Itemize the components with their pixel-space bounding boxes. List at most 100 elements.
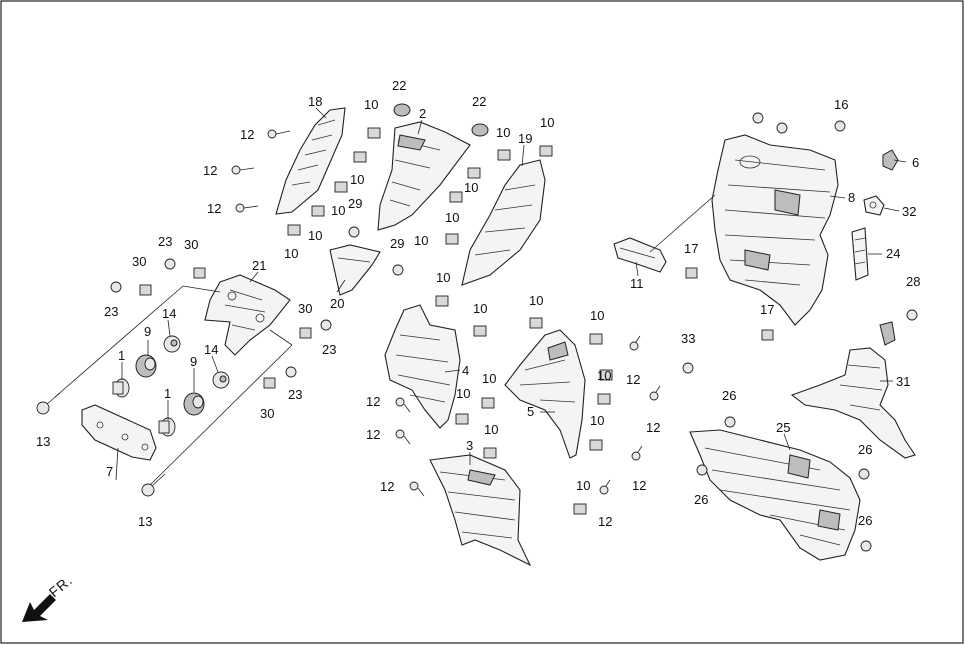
callout-10: 10 <box>445 210 459 225</box>
clip-10 <box>497 149 511 161</box>
callout-11: 11 <box>630 276 644 291</box>
screw-23 <box>164 258 176 270</box>
callout-23: 23 <box>322 342 336 357</box>
screw-12 <box>599 479 611 495</box>
callout-18: 18 <box>308 94 322 109</box>
callout-9: 9 <box>190 354 197 369</box>
part-9-rubber-lower <box>183 392 205 416</box>
callout-12: 12 <box>626 372 640 387</box>
clip-10 <box>287 224 301 236</box>
part-32-clip <box>863 195 885 216</box>
callout-21: 21 <box>252 258 266 273</box>
clip-30-group <box>139 267 312 389</box>
screw-12-group <box>231 129 661 497</box>
screw-12 <box>631 445 643 461</box>
callout-10: 10 <box>590 413 604 428</box>
clip-10 <box>445 233 459 245</box>
callout-10: 10 <box>436 270 450 285</box>
screw-23 <box>320 319 332 331</box>
callout-26: 26 <box>858 442 872 457</box>
clip-10 <box>573 503 587 515</box>
callout-14: 14 <box>162 306 176 321</box>
callout-12: 12 <box>598 514 612 529</box>
callout-26: 26 <box>722 388 736 403</box>
screw-26 <box>724 416 736 428</box>
clip-10 <box>353 151 367 163</box>
callout-labels: 1 1 2 3 4 5 6 7 8 9 9 10 10 10 10 10 10 … <box>36 78 920 529</box>
clip-10 <box>481 397 495 409</box>
clip-10 <box>311 205 325 217</box>
callout-10: 10 <box>576 478 590 493</box>
callout-12: 12 <box>380 479 394 494</box>
callout-17: 17 <box>760 302 774 317</box>
callout-9: 9 <box>144 324 151 339</box>
callout-8: 8 <box>848 190 855 205</box>
callout-12: 12 <box>646 420 660 435</box>
clip-10 <box>449 191 463 203</box>
callout-25: 25 <box>776 420 790 435</box>
callout-10: 10 <box>473 301 487 316</box>
part-21-bracket <box>204 274 291 356</box>
clip-10-group <box>287 127 613 515</box>
clip-10 <box>455 413 469 425</box>
callout-20: 20 <box>330 296 344 311</box>
screw-misc-group <box>110 112 918 552</box>
screw-16 <box>752 112 764 124</box>
callout-13: 13 <box>36 434 50 449</box>
callout-12: 12 <box>632 478 646 493</box>
part-4-left-inner-panel <box>384 304 461 429</box>
part-5-right-inner-panel <box>504 329 586 459</box>
callout-1: 1 <box>164 386 171 401</box>
callout-22: 22 <box>472 94 486 109</box>
part-3-lower-front-panel <box>429 454 532 567</box>
callout-10: 10 <box>482 371 496 386</box>
callout-12: 12 <box>203 163 217 178</box>
callout-10: 10 <box>484 422 498 437</box>
callout-10: 10 <box>414 233 428 248</box>
screw-23 <box>285 366 297 378</box>
part-7-lower-bracket <box>81 404 157 461</box>
assembly-guide-lines <box>54 285 293 486</box>
callout-1: 1 <box>118 348 125 363</box>
clip-10 <box>473 325 487 337</box>
callout-12: 12 <box>366 394 380 409</box>
callout-23: 23 <box>158 234 172 249</box>
grommet-22-group <box>393 103 489 137</box>
callout-32: 32 <box>902 204 916 219</box>
callout-31: 31 <box>896 374 910 389</box>
part-19-right-upper-panel <box>461 159 546 286</box>
callout-12: 12 <box>207 201 221 216</box>
clip-10 <box>529 317 543 329</box>
callout-10: 10 <box>590 308 604 323</box>
screw-12 <box>395 397 411 413</box>
screw-16 <box>776 122 788 134</box>
part-13-bolt-lower <box>141 473 166 497</box>
callout-30: 30 <box>260 406 274 421</box>
screw-28 <box>906 309 918 321</box>
callout-10: 10 <box>456 386 470 401</box>
callout-10: 10 <box>364 97 378 112</box>
callout-7: 7 <box>106 464 113 479</box>
screw-33 <box>682 362 694 374</box>
clip-10 <box>334 181 348 193</box>
screw-26 <box>858 468 870 480</box>
callout-10: 10 <box>308 228 322 243</box>
callout-13: 13 <box>138 514 152 529</box>
clip-10 <box>597 393 611 405</box>
callout-6: 6 <box>912 155 919 170</box>
part-1-collar-upper <box>112 378 130 398</box>
callout-26: 26 <box>694 492 708 507</box>
screw-12 <box>267 129 291 139</box>
leader-lines <box>115 107 907 481</box>
part-31-rear-bracket <box>790 321 916 459</box>
part-1-collar-lower <box>158 417 176 437</box>
callout-2: 2 <box>419 106 426 121</box>
screw-12 <box>649 385 661 401</box>
screw-16 <box>834 120 846 132</box>
callout-28: 28 <box>906 274 920 289</box>
clip-10 <box>483 447 497 459</box>
clip-10 <box>467 167 481 179</box>
